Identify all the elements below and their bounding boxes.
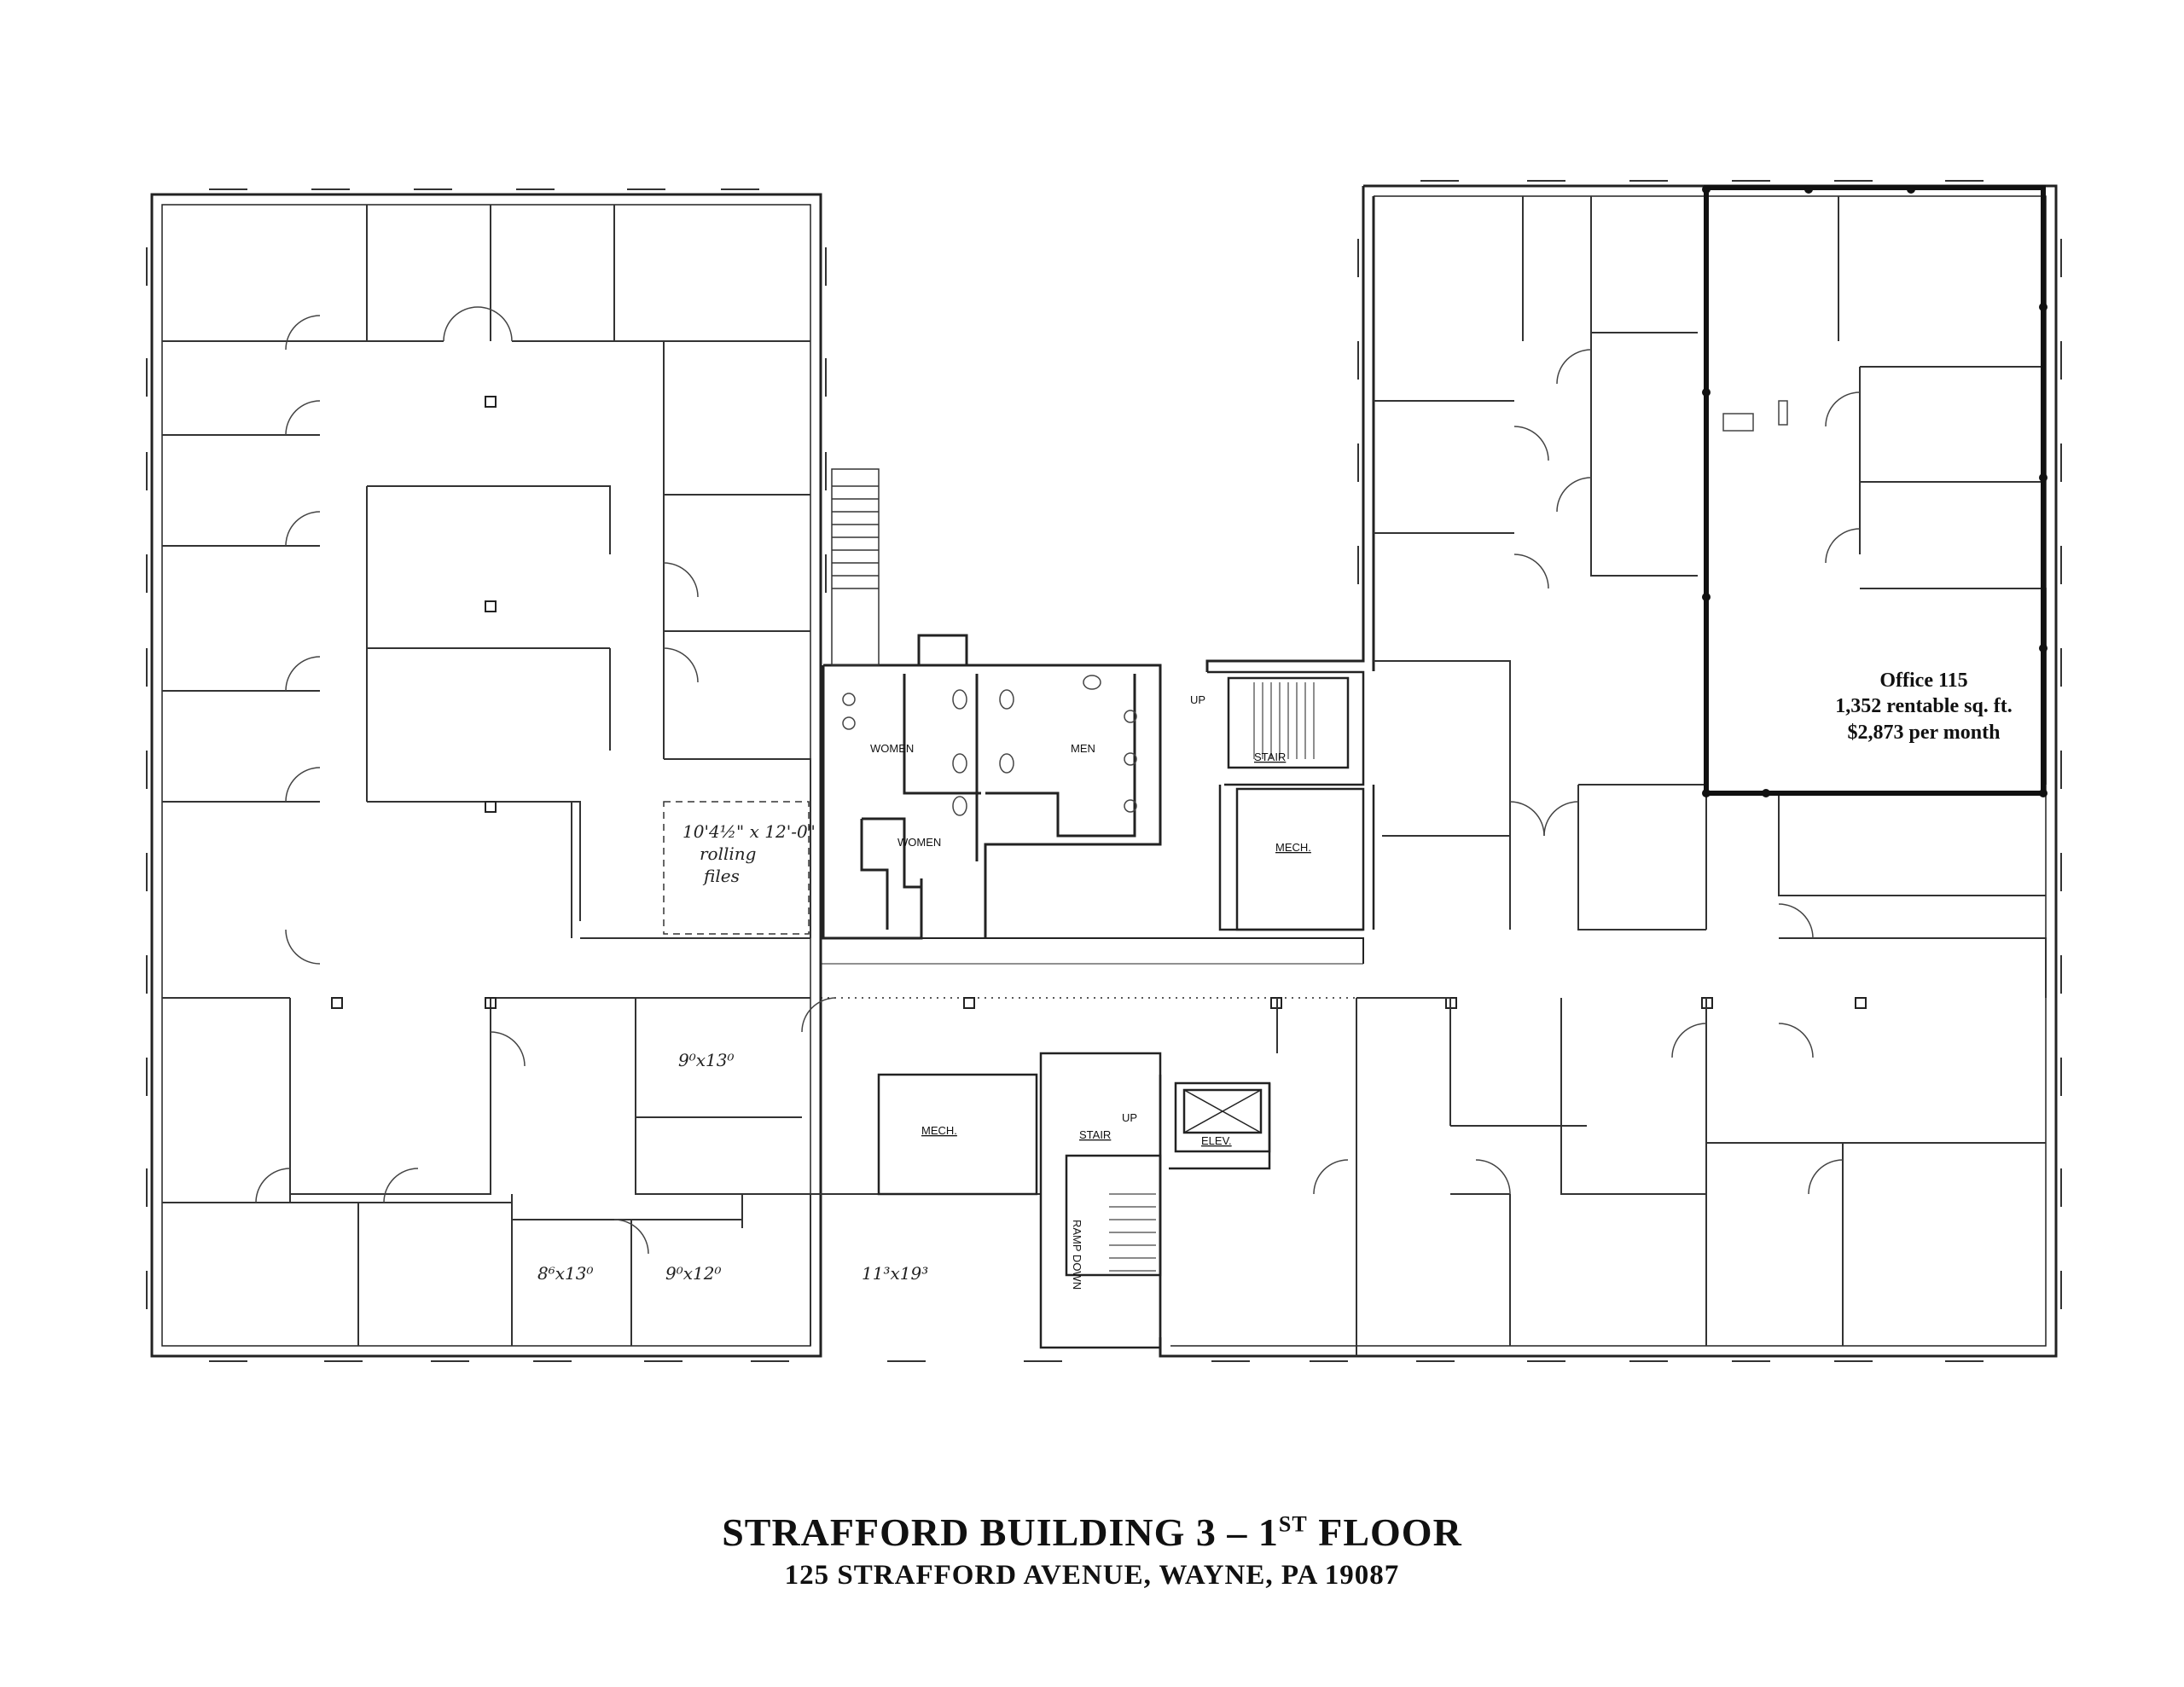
up-label-1: UP xyxy=(1190,693,1205,706)
right-wing-outline xyxy=(1159,184,2058,1358)
mech-label-1: MECH. xyxy=(1275,841,1311,854)
men-restroom-label: MEN xyxy=(1071,742,1095,755)
room-dimension-c: 9⁰x12⁰ xyxy=(665,1263,722,1284)
elevator-label: ELEV. xyxy=(1201,1134,1232,1147)
address: 125 STRAFFORD AVENUE, WAYNE, PA 19087 xyxy=(784,1560,1400,1591)
ramp-down-label: RAMP DOWN xyxy=(1071,1220,1083,1290)
stair-label-1: STAIR xyxy=(1254,751,1286,763)
up-label-2: UP xyxy=(1122,1111,1137,1124)
rolling-files-line1: rolling xyxy=(700,844,756,864)
rolling-files-line2: files xyxy=(702,866,740,886)
office-115-rent: $2,873 per month xyxy=(1848,722,2001,744)
mech-label-2: MECH. xyxy=(921,1124,957,1137)
room-dimension-a: 9⁰x13⁰ xyxy=(678,1050,735,1070)
room-dimension-b: 8⁶x13⁰ xyxy=(537,1263,594,1284)
stair-label-2: STAIR xyxy=(1079,1128,1111,1141)
room-dimension-d: 11³x19³ xyxy=(862,1263,928,1284)
office-115-area: 1,352 rentable sq. ft. xyxy=(1835,695,2013,717)
restroom-block xyxy=(823,664,1162,938)
stair-core xyxy=(1039,1052,1162,1349)
women-restroom-label-2: WOMEN xyxy=(897,836,941,849)
title-block: STRAFFORD BUILDING 3 – 1ST FLOOR 125 STR… xyxy=(0,1510,2184,1591)
drawing-title: STRAFFORD BUILDING 3 – 1ST FLOOR xyxy=(722,1510,1462,1554)
office-115-name: Office 115 xyxy=(1879,670,1967,692)
rolling-files-size: 10'4½" x 12'-0" xyxy=(682,821,816,842)
left-wing-outline xyxy=(150,193,822,1358)
women-restroom-label: WOMEN xyxy=(870,742,914,755)
